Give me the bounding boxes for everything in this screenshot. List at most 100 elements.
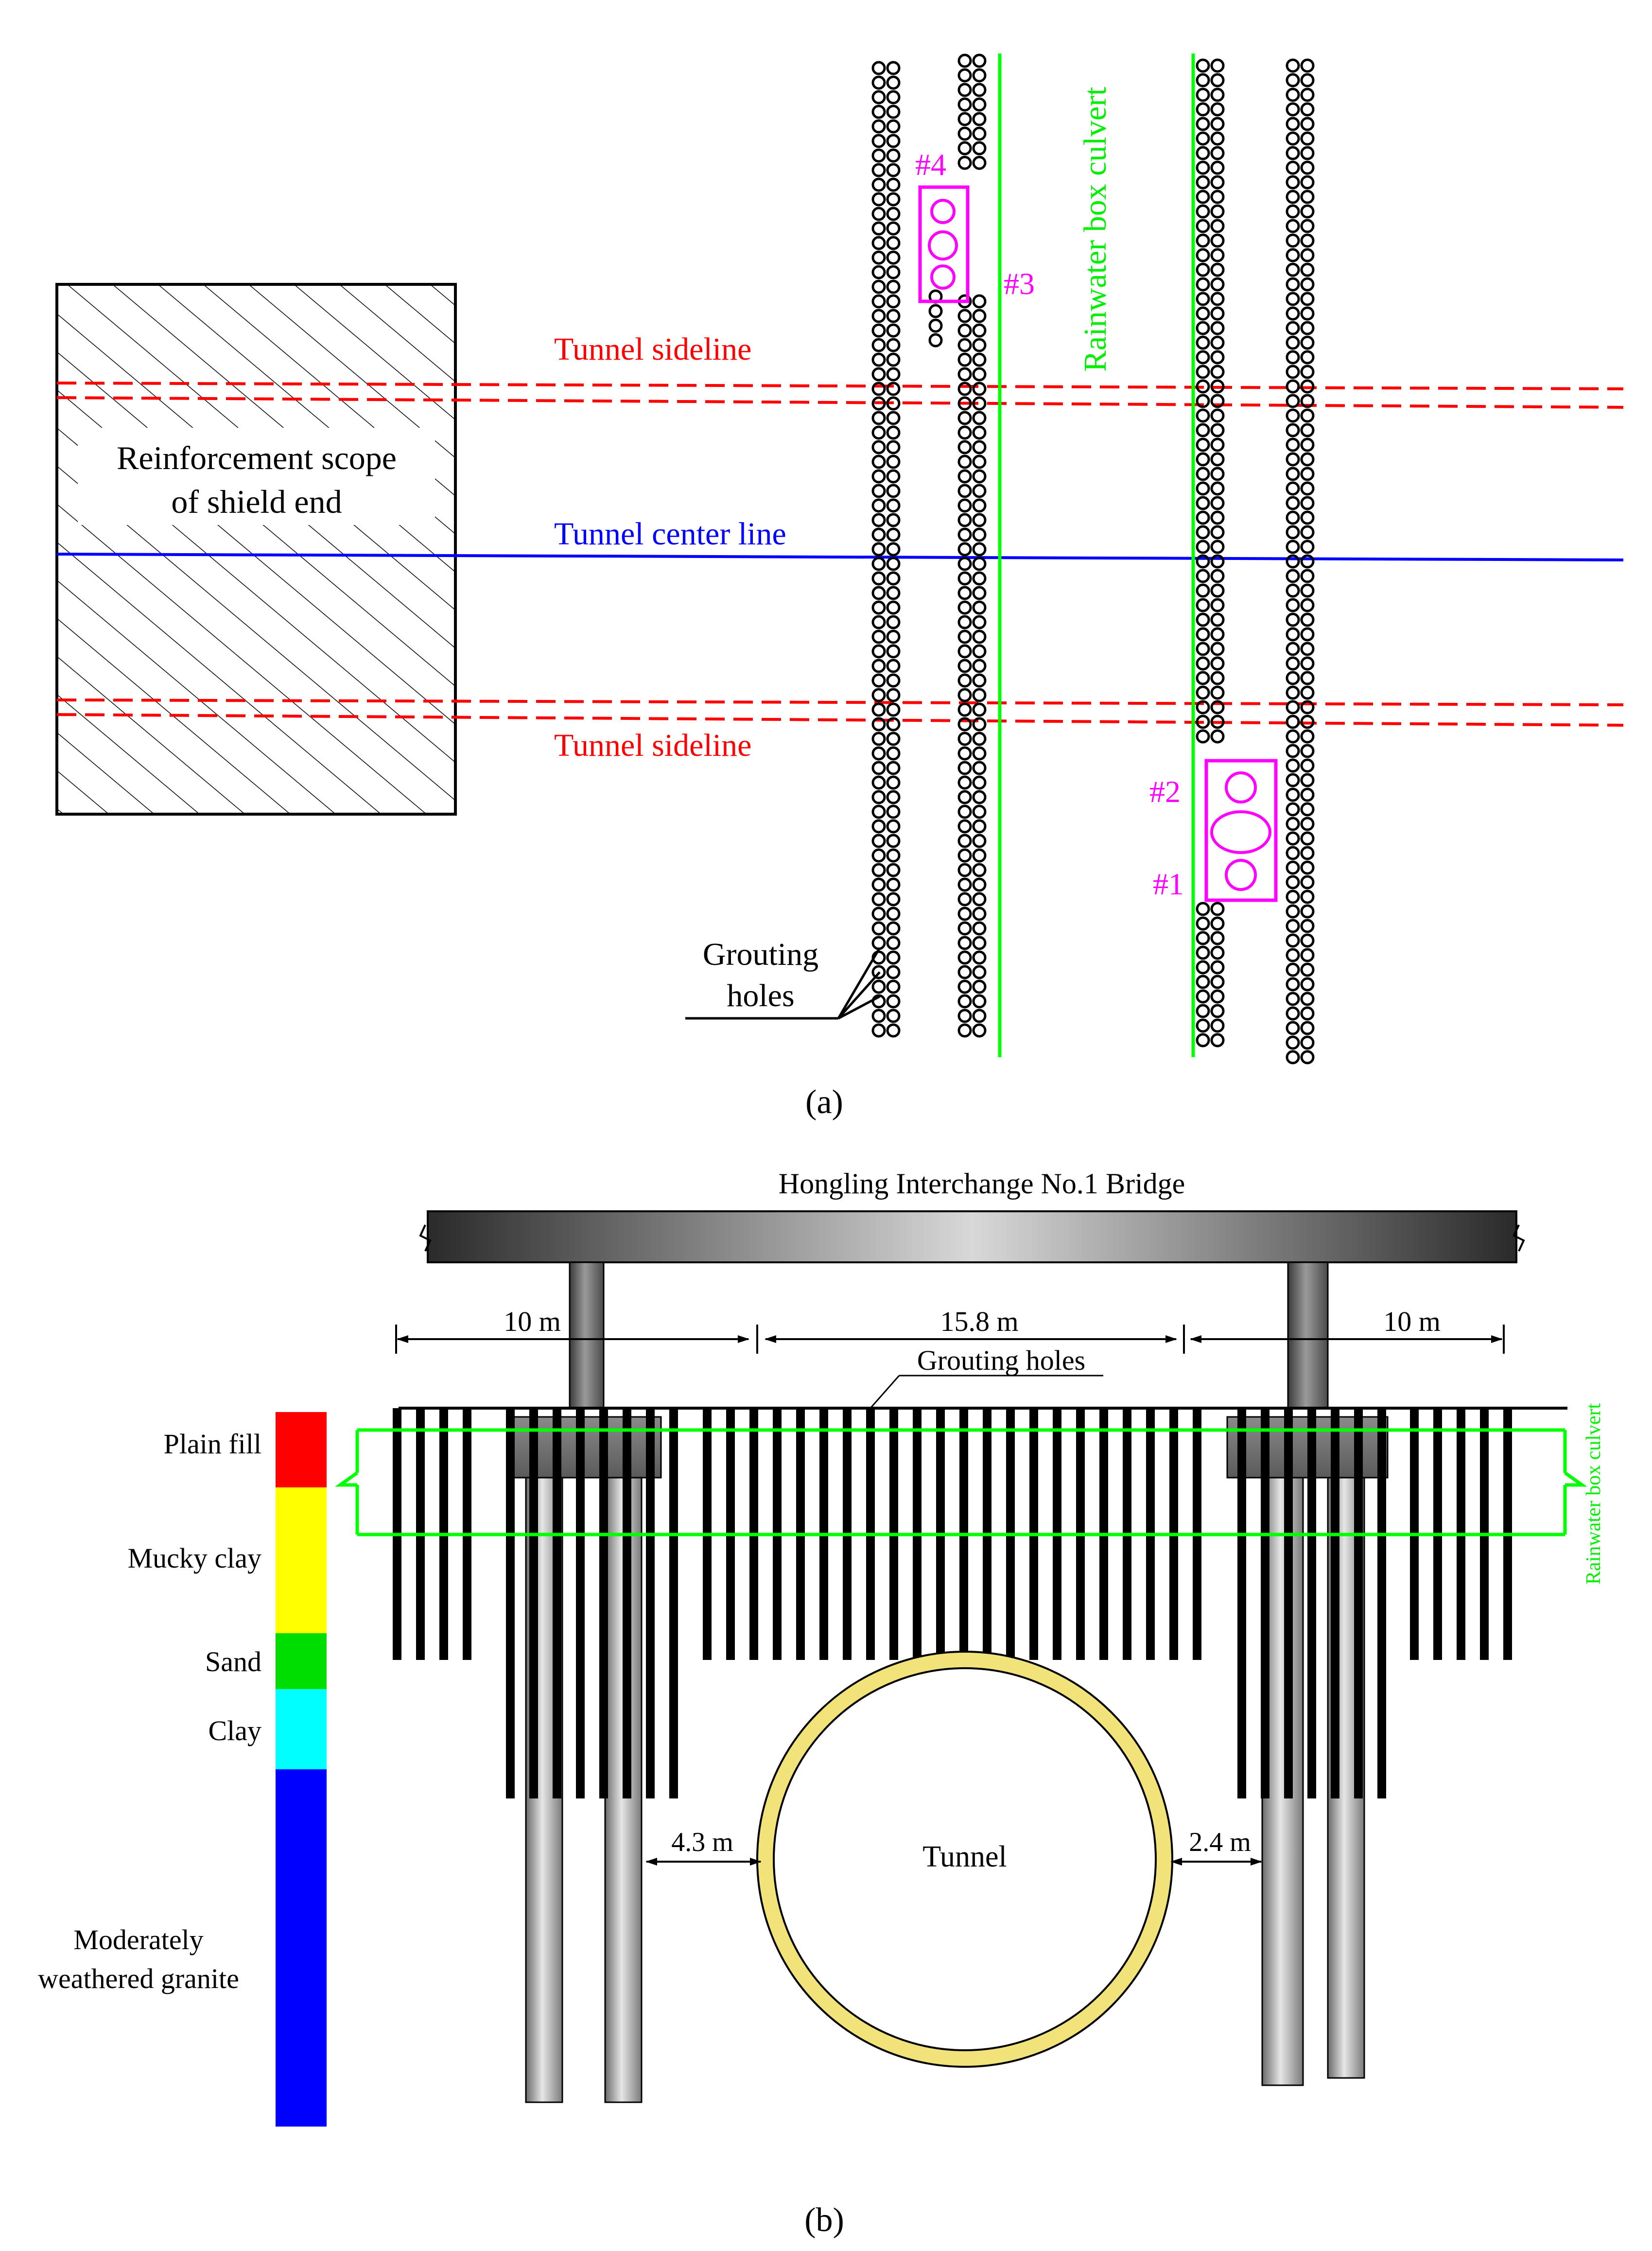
grouting-hole	[972, 907, 987, 921]
grouting-hole	[972, 411, 987, 425]
grouting-hole	[886, 804, 901, 819]
grouting-hole	[1196, 335, 1210, 350]
grouting-hole	[1196, 248, 1210, 262]
grouting-hole	[871, 586, 886, 600]
grouting-hole	[972, 863, 987, 877]
grouting-hole	[972, 469, 987, 484]
monitor-label-2: #2	[1149, 774, 1181, 809]
grouting-hole	[886, 134, 901, 148]
grouting-hole	[1196, 583, 1210, 598]
grouting-hole	[957, 440, 972, 454]
grouting-hole	[1210, 408, 1225, 423]
grouting-hole	[972, 156, 987, 170]
grouting-hole	[886, 673, 901, 688]
grouting-hole	[886, 979, 901, 994]
grouting-hole	[1210, 598, 1225, 612]
grouting-hole	[1300, 962, 1315, 977]
grouting-hole	[1286, 846, 1300, 860]
grouting-hole	[1210, 700, 1225, 715]
grouting-hole	[1286, 1021, 1300, 1035]
grouting-hole	[1286, 890, 1300, 904]
grouting-hole	[871, 105, 886, 119]
grouting-hole	[1210, 219, 1225, 233]
grouting-hole	[1196, 423, 1210, 437]
grouting-hole	[871, 454, 886, 469]
tunnel-sideline-top	[56, 382, 1624, 409]
grouting-hole	[886, 338, 901, 352]
grouting-hole	[1300, 306, 1315, 321]
grouting-hole	[886, 177, 901, 192]
grouting-hole	[972, 644, 987, 659]
grouting-hole	[886, 892, 901, 907]
stratum-mucky-clay	[276, 1487, 327, 1633]
grouting-hole	[957, 309, 972, 323]
grouting-hole	[871, 979, 886, 994]
grouting-hole	[957, 615, 972, 629]
grouting-hole	[972, 323, 987, 338]
grouting-hole	[886, 907, 901, 921]
tunnel-sideline-bottom-label: Tunnel sideline	[554, 728, 751, 763]
grouting-hole	[1210, 642, 1225, 656]
grouting-hole	[1286, 306, 1300, 321]
grouting-hole	[1300, 904, 1315, 919]
grouting-hole	[1300, 758, 1315, 773]
grouting-hole	[957, 746, 972, 761]
grouting-hole	[871, 673, 886, 688]
grouting-holes-b-label: Grouting holes	[917, 1344, 1085, 1376]
grouting-hole	[886, 352, 901, 367]
grouting-hole	[1196, 452, 1210, 467]
grouting-hole	[972, 141, 987, 156]
grouting-hole	[871, 294, 886, 309]
grouting-hole	[1286, 146, 1300, 160]
grouting-hole	[1286, 992, 1300, 1006]
grouting-hole	[1286, 467, 1300, 481]
grouting-hole	[886, 367, 901, 382]
grouting-hole	[1300, 583, 1315, 598]
grouting-hole	[1286, 1035, 1300, 1050]
culvert-label-b: Rainwater box culvert	[1582, 1403, 1605, 1585]
grouting-hole	[1196, 1004, 1210, 1018]
grouting-holes-leader	[685, 947, 881, 1020]
grouting-holes-label-1: Grouting	[703, 937, 818, 972]
grouting-hole	[1210, 902, 1225, 916]
grouting-hole	[957, 892, 972, 907]
stratum-plain-fill	[276, 1412, 327, 1487]
grouting-hole	[886, 221, 901, 236]
grouting-hole-bar	[1377, 1408, 1386, 1798]
panel-b: Hongling Interchange No.1 Bridge 10 m 15…	[38, 1168, 1605, 2239]
grouting-hole	[957, 469, 972, 484]
grouting-hole	[1196, 379, 1210, 394]
culvert-label-a: Rainwater box culvert	[1078, 87, 1113, 372]
grouting-hole	[1196, 102, 1210, 117]
stratum-label-plain-fill: Plain fill	[164, 1428, 261, 1460]
grouting-hole	[871, 892, 886, 907]
grouting-hole	[957, 454, 972, 469]
grouting-hole-bar	[1354, 1408, 1363, 1798]
grouting-hole	[1210, 262, 1225, 277]
grouting-hole	[1286, 525, 1300, 540]
grouting-hole	[972, 1009, 987, 1023]
grouting-hole	[1300, 977, 1315, 992]
grouting-hole	[1210, 87, 1225, 102]
grouting-hole	[1286, 948, 1300, 962]
grouting-hole	[972, 557, 987, 571]
grouting-hole	[1210, 365, 1225, 379]
grouting-hole	[1196, 73, 1210, 87]
grouting-hole	[1300, 1035, 1315, 1050]
grouting-hole	[972, 513, 987, 527]
grouting-hole	[957, 673, 972, 688]
grouting-hole	[886, 542, 901, 557]
grouting-hole	[1286, 87, 1300, 102]
stratum-granite	[276, 1769, 327, 2127]
grouting-hole	[1286, 321, 1300, 335]
grouting-hole	[871, 352, 886, 367]
grouting-hole	[972, 717, 987, 732]
grouting-hole	[972, 921, 987, 936]
grouting-hole	[1286, 437, 1300, 452]
grouting-hole	[886, 644, 901, 659]
grouting-hole	[972, 112, 987, 126]
tunnel-center-line-label: Tunnel center line	[554, 516, 786, 552]
grouting-hole	[1300, 554, 1315, 569]
grouting-hole	[1300, 481, 1315, 496]
